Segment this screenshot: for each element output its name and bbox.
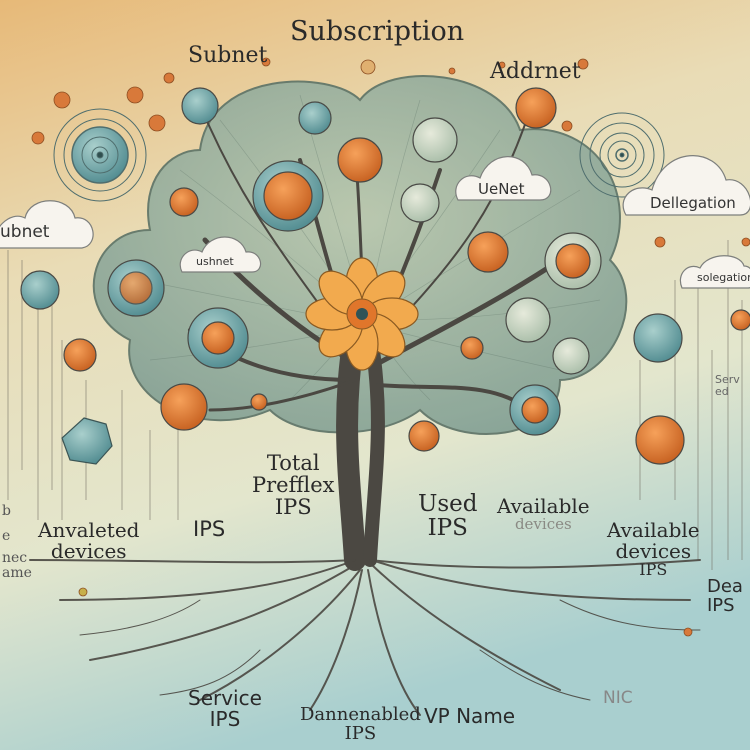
label-available-right-line2: devices	[615, 539, 692, 563]
label-nic: NIC	[603, 688, 633, 708]
label-left-edge-line2: e	[2, 527, 11, 544]
label-available-right-line1: Available	[607, 518, 700, 542]
label-available-mid: Available devices	[497, 496, 590, 533]
seed-dots	[31, 57, 750, 637]
label-subnet-top: Subnet	[188, 43, 268, 68]
label-vp-name: VP Name	[424, 704, 516, 728]
label-service-line2: IPS	[209, 707, 241, 731]
cloud-label-far-right: solegation	[697, 271, 750, 284]
label-left-edge: b e nec ame	[2, 504, 32, 581]
cloud-icon	[0, 200, 94, 249]
cloud-icon	[622, 155, 750, 216]
label-right-side-line1: Serv	[715, 373, 740, 386]
label-available-right: Available devices IPS	[607, 520, 700, 579]
label-available-mid-line2: devices	[514, 515, 572, 533]
label-available-right-line3: IPS	[639, 560, 668, 579]
label-anvaleted-line2: devices	[50, 539, 127, 563]
label-service-line1: Service	[188, 686, 262, 710]
label-right-side: Serv ed	[715, 374, 740, 397]
label-service-ips: Service IPS	[188, 688, 262, 730]
target-icon	[53, 108, 147, 202]
label-used-line1: Used	[418, 491, 478, 517]
node-orbs	[20, 87, 750, 465]
title-subscription: Subscription	[290, 16, 465, 47]
node-polygon	[61, 417, 113, 465]
label-right-edge: Dea IPS	[707, 576, 743, 616]
label-right-edge-line2: IPS	[707, 594, 735, 616]
label-used-ips: Used IPS	[418, 492, 478, 540]
cloud-label-mid: UeNet	[478, 180, 525, 198]
label-anvaleted-devices: Anvaleted devices	[38, 520, 139, 562]
cloud-label-left: ubnet	[0, 222, 50, 242]
label-addrnet: Addrnet	[490, 59, 581, 84]
label-total-line2: Prefflex	[252, 473, 335, 498]
label-right-edge-line1: Dea	[707, 576, 743, 597]
cloud-label-mid-left: ushnet	[196, 255, 234, 268]
label-total-line1: Total	[266, 451, 320, 475]
cloud-label-right: Dellegation	[650, 194, 736, 212]
label-available-mid-line1: Available	[497, 494, 590, 518]
cloud-icon	[679, 255, 750, 289]
cloud-icon	[179, 236, 262, 273]
cloud-icon	[455, 156, 552, 201]
target-icon	[579, 112, 665, 198]
label-left-edge-line4: ame	[2, 565, 32, 582]
label-left-edge-line1: b	[2, 503, 11, 519]
label-dannenabled-line2: IPS	[344, 722, 377, 744]
label-dannenabled-ips: Dannenabled IPS	[300, 704, 421, 744]
label-total-line3: IPS	[274, 495, 312, 520]
flower-icon	[305, 257, 419, 371]
roots	[29, 559, 701, 716]
label-used-line2: IPS	[427, 515, 468, 542]
label-dannenabled-line1: Dannenabled	[300, 704, 421, 725]
label-left-edge-line3: nec	[2, 550, 28, 567]
label-right-side-line2: ed	[715, 384, 729, 398]
label-anvaleted-line1: Anvaleted	[38, 518, 140, 542]
label-total-prefix: Total Prefflex IPS	[252, 452, 335, 518]
label-ips-left: IPS	[193, 517, 226, 541]
